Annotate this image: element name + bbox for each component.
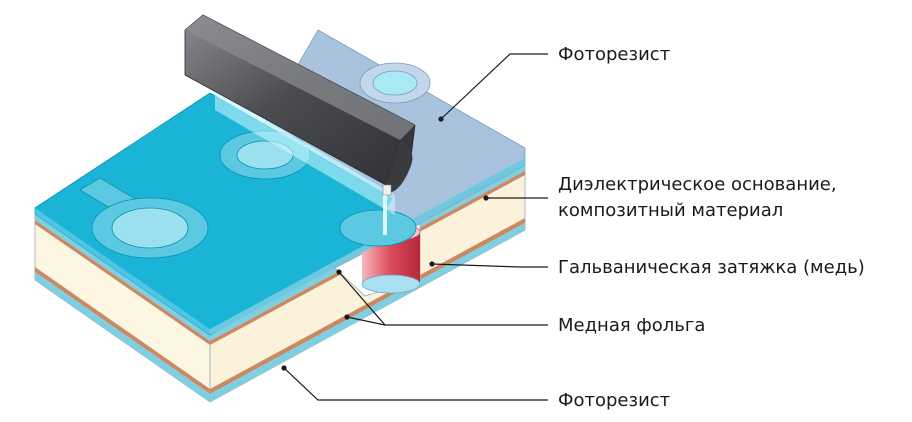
label-copper-foil: Медная фольга	[558, 315, 705, 336]
label-photoresist-top: Фоторезист	[558, 44, 670, 65]
leader-plating	[429, 261, 548, 268]
board-front-face	[34, 213, 211, 403]
leader-copper-foil	[336, 269, 548, 326]
label-plating: Гальваническая затяжка (медь)	[558, 257, 865, 278]
label-photoresist-bottom: Фоторезист	[558, 390, 670, 411]
label-dielectric-line2: композитный материал	[558, 200, 783, 221]
leader-photoresist-top	[438, 53, 548, 122]
exposure-roller	[184, 14, 416, 196]
label-dielectric-line1: Диэлектрическое основание,	[558, 174, 837, 195]
leader-photoresist-bottom	[281, 365, 548, 401]
exposure-light	[205, 85, 395, 235]
leader-dielectric	[483, 195, 548, 201]
